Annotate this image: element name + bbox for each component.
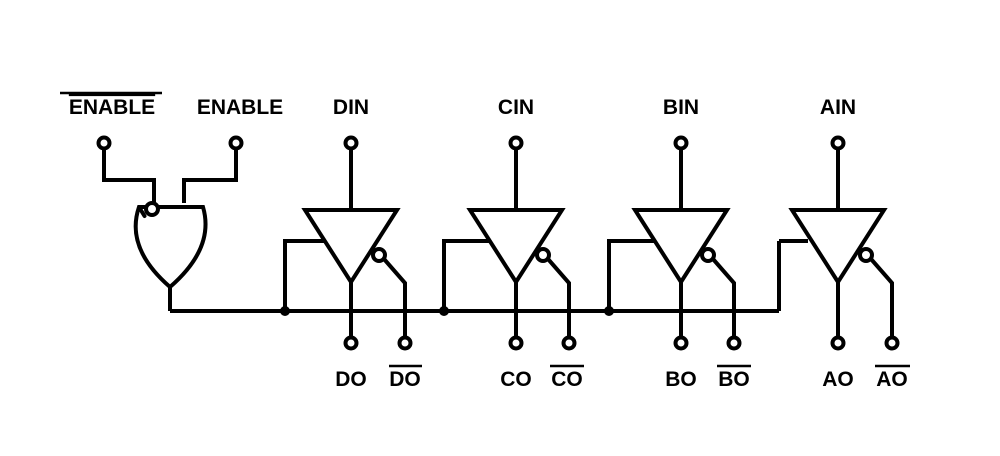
or-gate-input-curve	[137, 205, 147, 218]
enable-bar-wire	[102, 148, 156, 203]
buffer-a	[788, 135, 900, 351]
buffer-c-enable-wire	[442, 239, 489, 311]
buffer-c-inverted-output-bubble	[535, 247, 551, 263]
cin-terminal	[508, 135, 524, 151]
enable-terminal	[228, 135, 244, 151]
buffer-d	[283, 135, 413, 351]
din-label: DIN	[333, 96, 369, 119]
do-bar-label: DO	[389, 368, 421, 391]
or-gate	[133, 205, 208, 290]
co-label: CO	[500, 368, 532, 391]
bo-bar-terminal	[726, 335, 742, 351]
co-terminal	[508, 335, 524, 351]
buffer-d-triangle	[301, 208, 401, 286]
buffer-b-inverted-output-bubble	[700, 247, 716, 263]
buffer-d-inverted-output-bubble	[371, 247, 387, 263]
do-terminal	[343, 335, 359, 351]
enable-wire	[182, 148, 238, 203]
co-bar-label: CO	[551, 368, 583, 391]
buffer-c-triangle	[466, 208, 566, 286]
do-label: DO	[335, 368, 367, 391]
buffer-c	[442, 135, 577, 351]
ain-terminal	[830, 135, 846, 151]
bo-terminal	[673, 335, 689, 351]
enable-bar-terminal	[96, 135, 112, 151]
buffer-a-inverted-output-bubble	[858, 247, 874, 263]
bin-terminal	[673, 135, 689, 151]
bo-label: BO	[665, 368, 697, 391]
ao-label: AO	[822, 368, 854, 391]
enable-label: ENABLE	[197, 96, 283, 119]
buffer-b	[607, 135, 742, 351]
ao-terminal	[830, 335, 846, 351]
buffer-d-enable-wire	[283, 239, 324, 311]
inverting-input-bubble	[144, 201, 160, 217]
co-bar-terminal	[561, 335, 577, 351]
ao-bar-label: AO	[876, 368, 908, 391]
enable-bar-label: ENABLE	[69, 96, 155, 119]
din-terminal	[343, 135, 359, 151]
cin-label: CIN	[498, 96, 534, 119]
buffer-a-triangle	[788, 208, 888, 286]
buffer-b-triangle	[631, 208, 731, 286]
bo-bar-label: BO	[718, 368, 750, 391]
ain-label: AIN	[820, 96, 856, 119]
do-bar-terminal	[397, 335, 413, 351]
buffer-b-enable-wire	[607, 239, 654, 311]
ao-bar-terminal	[884, 335, 900, 351]
bin-label: BIN	[663, 96, 699, 119]
